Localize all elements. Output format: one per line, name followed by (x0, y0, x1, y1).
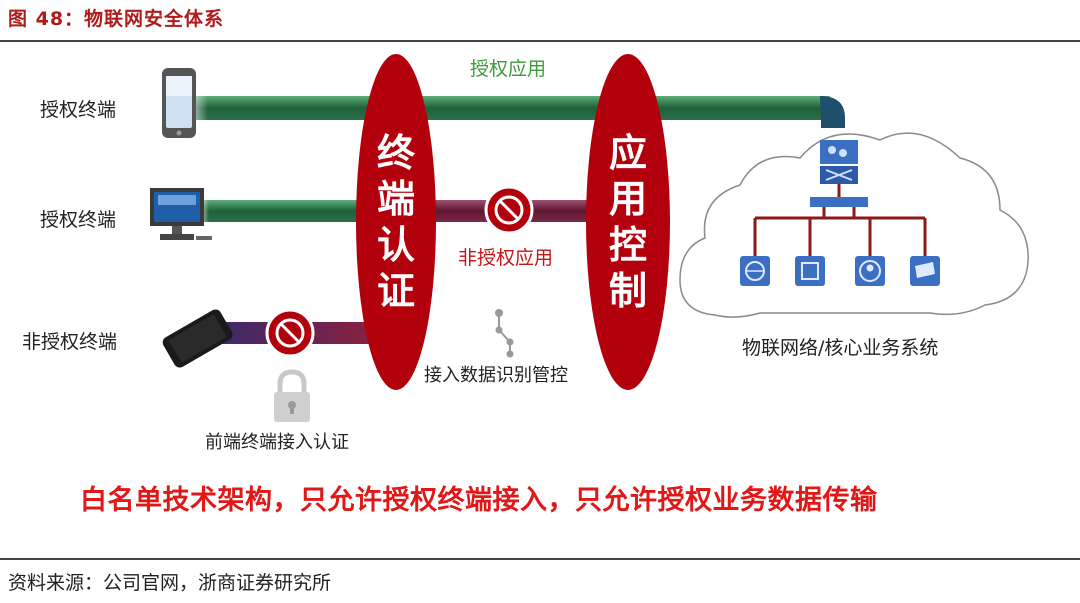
device-node-icon (795, 256, 825, 286)
network-lines (753, 184, 927, 256)
source-note: 资料来源：公司官网，浙商证券研究所 (8, 572, 332, 594)
bottom-rule (0, 558, 1080, 560)
terminal-auth-oval (356, 54, 436, 390)
terminal-label: 授权终端 (40, 99, 117, 121)
access-control-label: 接入数据识别管控 (424, 365, 568, 386)
smartphone-icon (162, 68, 196, 138)
terminal-auth-oval-label-wrap: 终端认证 (356, 54, 436, 390)
block-icon (484, 185, 534, 235)
smartphone-icon (162, 309, 233, 368)
front-auth-label: 前端终端接入认证 (205, 432, 349, 453)
lock-icon (274, 369, 310, 422)
authorized-app-label: 授权应用 (470, 58, 547, 80)
authorized-pipe-top (190, 96, 845, 128)
network-label: 物联网络/核心业务系统 (742, 337, 939, 359)
app-control-oval-label-wrap: 应用控制 (586, 54, 670, 390)
app-control-oval (586, 54, 670, 390)
top-rule (0, 40, 1080, 42)
server-node-icon (740, 256, 770, 286)
connector-icon (495, 309, 514, 358)
block-icon (265, 308, 315, 358)
terminal-label: 非授权终端 (22, 331, 118, 353)
figure-title: 图 48：物联网安全体系 (8, 8, 225, 30)
terminal-auth-label: 终端认证 (376, 131, 415, 313)
desktop-computer-icon (150, 188, 212, 240)
network-device-icon (810, 140, 868, 207)
authorized-pipe-middle (200, 200, 370, 222)
user-node-icon (855, 256, 885, 286)
unauthorized-app-label: 非授权应用 (458, 247, 554, 269)
camera-node-icon (910, 256, 940, 286)
terminal-label: 授权终端 (40, 209, 117, 231)
app-control-label: 应用控制 (608, 131, 647, 313)
whitelist-banner: 白名单技术架构，只允许授权终端接入，只允许授权业务数据传输 (80, 485, 878, 516)
